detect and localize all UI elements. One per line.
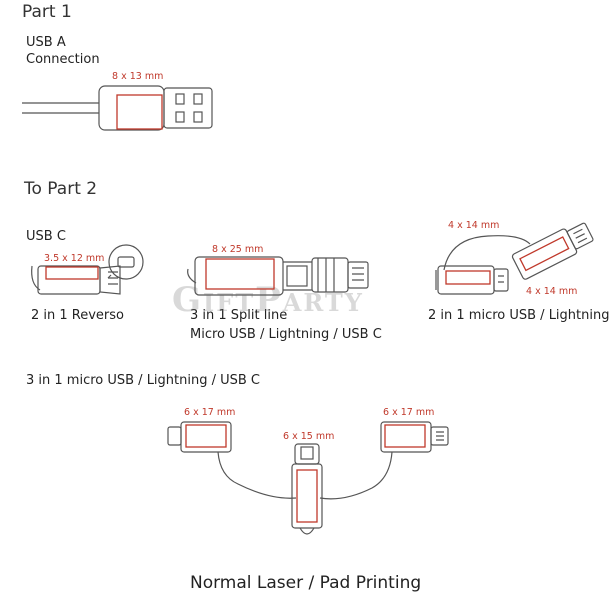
micro-lightning-dimension-2: 4 x 14 mm bbox=[526, 286, 578, 297]
split-dimension: 8 x 25 mm bbox=[212, 244, 264, 255]
reverso-print-area bbox=[45, 266, 99, 280]
three-in-one-dim-left: 6 x 17 mm bbox=[184, 407, 236, 418]
split-label-line2: Micro USB / Lightning / USB C bbox=[190, 327, 382, 342]
split-label-line1: 3 in 1 Split line bbox=[190, 308, 288, 323]
three-in-one-dim-center: 6 x 15 mm bbox=[283, 431, 335, 442]
micro-lightning-connector bbox=[435, 222, 594, 295]
part1-heading: Part 1 bbox=[22, 2, 72, 22]
footer-caption: Normal Laser / Pad Printing bbox=[190, 573, 422, 593]
usb-a-print-area bbox=[116, 94, 163, 130]
micro-lightning-dimension-1: 4 x 14 mm bbox=[448, 220, 500, 231]
three-in-one-print-right bbox=[384, 424, 426, 448]
three-in-one-heading: 3 in 1 micro USB / Lightning / USB C bbox=[26, 373, 261, 388]
part2-heading: To Part 2 bbox=[24, 179, 98, 199]
usb-a-label: USB A Connection bbox=[26, 35, 100, 67]
usb-a-connector bbox=[22, 85, 213, 131]
three-in-one-print-center bbox=[296, 469, 318, 523]
split-line-connector bbox=[187, 256, 369, 296]
three-in-one-dim-right: 6 x 17 mm bbox=[383, 407, 435, 418]
reverso-dimension: 3.5 x 12 mm bbox=[44, 253, 105, 264]
usbc-label: USB C bbox=[26, 229, 66, 244]
reverso-label: 2 in 1 Reverso bbox=[31, 308, 124, 323]
three-in-one-print-left bbox=[185, 424, 227, 448]
split-print-area bbox=[205, 258, 275, 290]
watermark-logo: GIFTPARTY bbox=[172, 280, 364, 320]
usb-a-dimension: 8 x 13 mm bbox=[112, 71, 164, 82]
three-in-one-connector bbox=[167, 421, 449, 535]
micro-lightning-label: 2 in 1 micro USB / Lightning bbox=[428, 308, 609, 323]
reverso-connector bbox=[31, 244, 144, 295]
micro-print-area-1 bbox=[445, 270, 491, 285]
lightning-print-area-2 bbox=[519, 236, 570, 272]
